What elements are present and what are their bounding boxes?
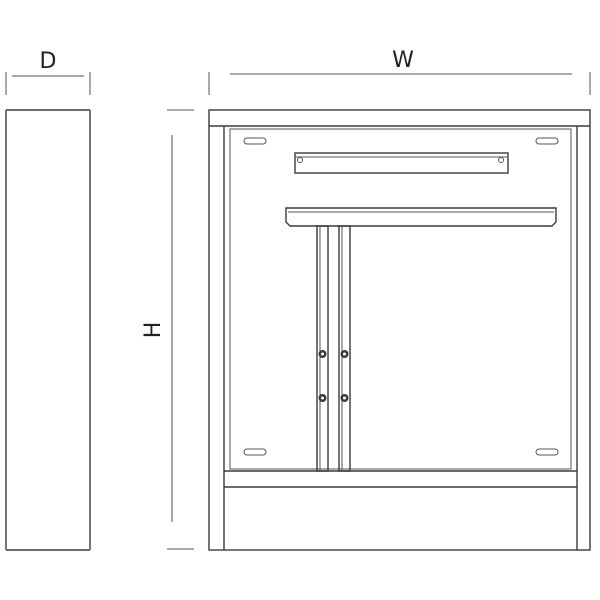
vertical-rail-right [338, 225, 351, 472]
lower-din-rail [285, 207, 557, 227]
upper-mounting-rail [294, 152, 509, 174]
bolt-center [321, 352, 324, 356]
mounting-slot-top-left [243, 137, 267, 145]
vertical-rails [316, 225, 351, 472]
depth-dimension: D [5, 49, 91, 95]
height-label: H [141, 322, 166, 339]
upper-rail-screw-left [297, 157, 303, 163]
mounting-slot-bottom-right [535, 448, 559, 456]
vertical-rail-left [316, 225, 329, 472]
width-label: W [392, 48, 414, 73]
upper-rail-screw-right [498, 157, 504, 163]
mounting-slot-bottom-left [243, 448, 267, 456]
depth-label: D [40, 49, 57, 74]
height-dimension: H [141, 109, 194, 550]
lower-rail-body [285, 207, 557, 227]
upper-rail-body [294, 152, 509, 174]
cabinet-front-view [208, 109, 591, 551]
cabinet-outer-frame [208, 109, 591, 551]
bolt-center [343, 352, 346, 356]
cabinet-side-view [5, 109, 91, 551]
width-dimension: W [208, 48, 591, 95]
mounting-slot-top-right [535, 137, 559, 145]
back-panel [229, 128, 572, 470]
bolt-center [321, 396, 324, 400]
bolt-center [343, 396, 346, 400]
